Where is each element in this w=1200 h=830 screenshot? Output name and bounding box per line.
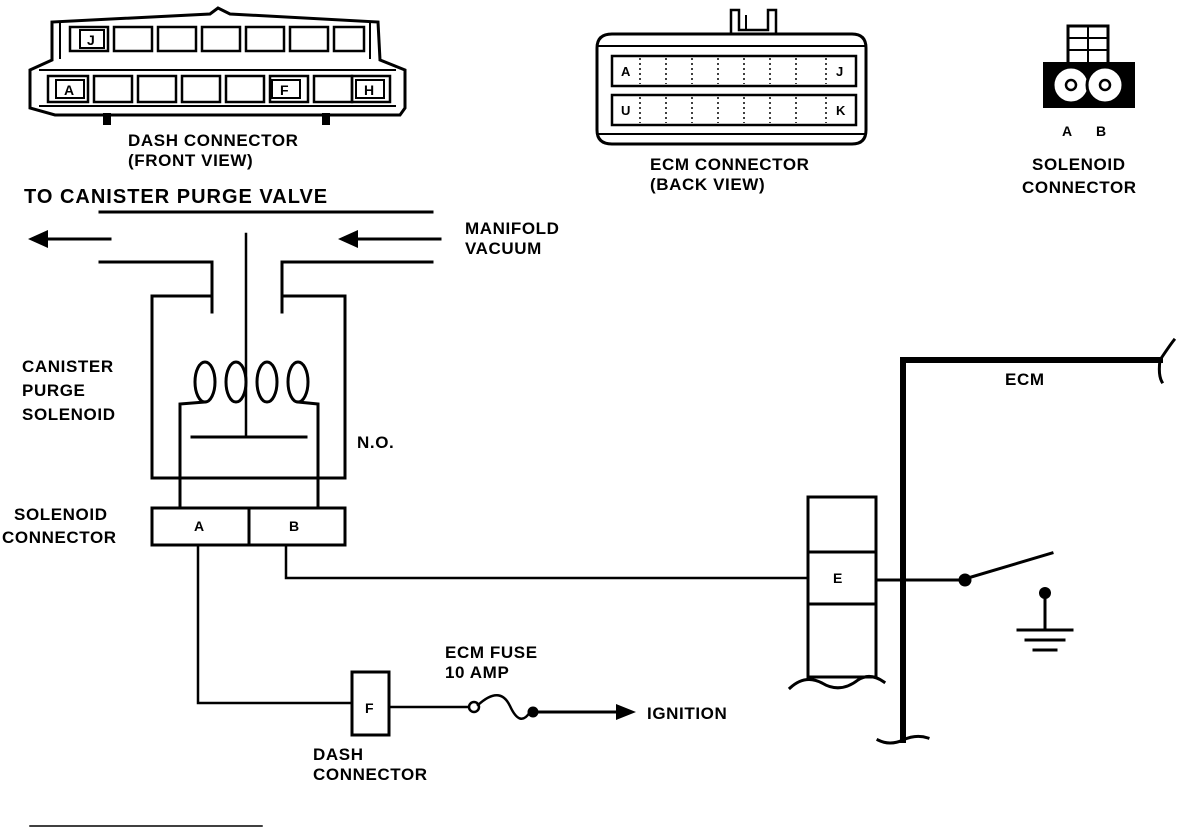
solenoid-view-pin-a: A <box>1062 123 1073 139</box>
wire-solenoid-b-to-ecm <box>284 543 810 580</box>
ecm-pin-e: E <box>833 570 843 586</box>
dash-pin-h-label: H <box>364 82 375 98</box>
ecm-pin-a-label: A <box>621 64 631 79</box>
ignition-arrowhead <box>616 704 636 720</box>
dash-connector-view-subtitle: (FRONT VIEW) <box>128 151 253 170</box>
ecm-boundary <box>900 357 1163 743</box>
solenoid-view-pin-b: B <box>1096 123 1107 139</box>
ecm-driver-switch <box>966 551 1054 580</box>
solenoid-connector-view-title-2: CONNECTOR <box>1022 178 1137 197</box>
solenoid-connector-label-2: CONNECTOR <box>2 528 117 547</box>
dash-connector-label-2: CONNECTOR <box>313 765 428 784</box>
vacuum-passage: TO CANISTER PURGE VALVE MANIFOLD VACUUM <box>24 186 560 438</box>
solenoid-connector-label-1: SOLENOID <box>14 505 108 524</box>
solenoid-pin-b: B <box>289 518 300 534</box>
solenoid-coil <box>193 360 310 404</box>
normally-open-label: N.O. <box>357 433 394 452</box>
dash-connector-view-title: DASH CONNECTOR <box>128 131 299 150</box>
ecm-connector-back-view: A J U K ECM CONNECTOR (BACK VIEW) <box>595 8 868 194</box>
solenoid-pin-a: A <box>194 518 205 534</box>
solenoid-connector-view-title-1: SOLENOID <box>1032 155 1126 174</box>
wiring <box>196 543 810 720</box>
fuse-element <box>476 694 532 720</box>
dash-connector: F DASH CONNECTOR <box>313 670 428 784</box>
ecm-connector-view-title: ECM CONNECTOR <box>650 155 810 174</box>
solenoid-label-1: CANISTER <box>22 357 114 376</box>
canister-purge-solenoid: CANISTER PURGE SOLENOID N.O. <box>22 294 394 510</box>
ecm-pin-j-label: J <box>836 64 844 79</box>
dash-pin-j-label: J <box>87 32 95 48</box>
solenoid-label-3: SOLENOID <box>22 405 116 424</box>
ecm-fuse-label-1: ECM FUSE <box>445 643 538 662</box>
manifold-vacuum-label-1: MANIFOLD <box>465 219 560 238</box>
inlet-arrowhead <box>338 230 358 248</box>
solenoid-connector-view: A B SOLENOID CONNECTOR <box>1022 24 1137 197</box>
solenoid-label-2: PURGE <box>22 381 85 400</box>
ecm-pin-u-label: U <box>621 103 631 118</box>
dash-connector-label-1: DASH <box>313 745 364 764</box>
dash-connector-front-view: J A F H DASH CONNECTOR (FRONT VIEW) <box>28 6 407 170</box>
ecm-module: ECM E <box>787 337 1177 745</box>
manifold-vacuum-label-2: VACUUM <box>465 239 542 258</box>
ecm-fuse-label-2: 10 AMP <box>445 663 509 682</box>
ground-contact <box>1039 587 1051 599</box>
ignition-label: IGNITION <box>647 704 727 723</box>
ecm-label: ECM <box>1005 370 1045 389</box>
solenoid-connector: A B SOLENOID CONNECTOR <box>2 505 347 547</box>
outlet-label: TO CANISTER PURGE VALVE <box>24 186 328 208</box>
wire-solenoid-a-to-dash <box>196 543 354 705</box>
ecm-pin-k-label: K <box>836 103 846 118</box>
dash-pin-a-label: A <box>64 82 75 98</box>
ecm-connector-view-subtitle: (BACK VIEW) <box>650 175 765 194</box>
dash-connector-pin-f: F <box>365 700 374 716</box>
dash-pin-f-label: F <box>280 82 289 98</box>
outlet-arrowhead <box>28 230 48 248</box>
